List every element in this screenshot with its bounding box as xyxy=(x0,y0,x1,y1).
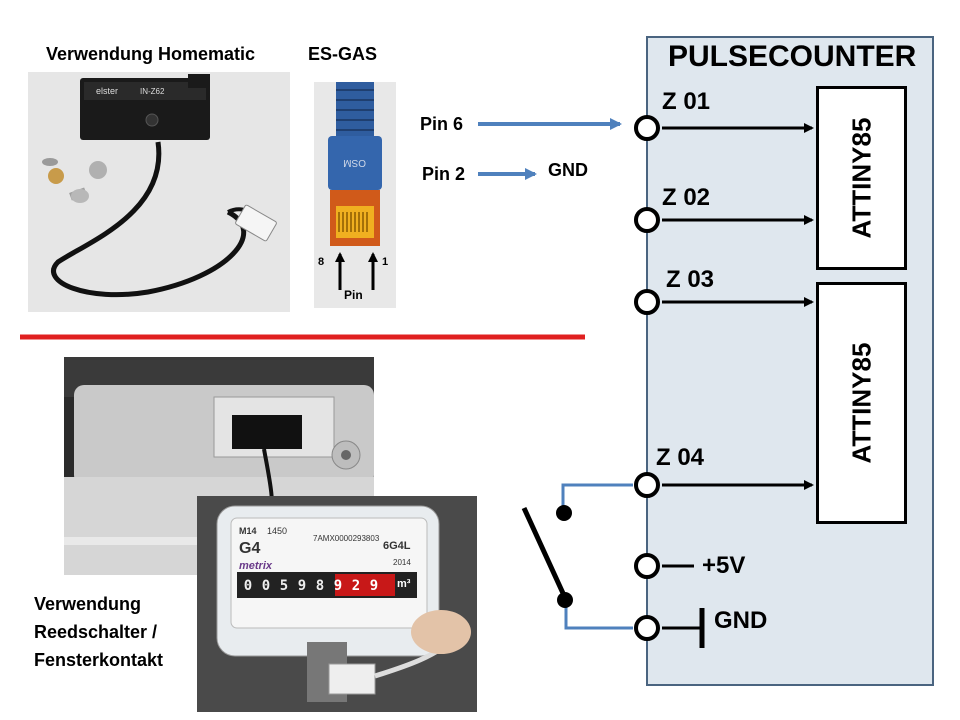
sensor-illustration: elster IN-Z62 xyxy=(42,74,277,298)
plug-text: OSM xyxy=(343,157,366,168)
panel-gnd-label: GND xyxy=(714,607,768,634)
terminal-z02 xyxy=(634,207,660,233)
meter-number: 1450 xyxy=(267,526,288,536)
power-5v-label: +5V xyxy=(702,552,746,579)
panel-title: PULSECOUNTER xyxy=(668,40,917,73)
gas-meter-photo: M14 1450 7AMX0000293803 G4 6G4L metrix 2… xyxy=(197,496,477,712)
meter-model: G4 xyxy=(239,540,261,557)
meter-digit: 9 xyxy=(369,578,379,594)
meter-brand: metrix xyxy=(239,560,273,572)
attiny85-chip-bottom: ATTINY85 xyxy=(816,282,907,524)
input-z04-label: Z 04 xyxy=(656,444,705,471)
terminal-z04 xyxy=(634,472,660,498)
esgas-label: ES-GAS xyxy=(308,44,378,64)
pin-2-label: Pin 2 xyxy=(422,164,466,184)
meter-unit: m³ xyxy=(397,578,411,590)
meter-digit: 0 xyxy=(243,578,253,594)
pin-8-number: 8 xyxy=(318,256,325,268)
pin-2-gnd-label: GND xyxy=(548,160,588,180)
meter-year: 2014 xyxy=(393,558,411,567)
attiny85-chip-top: ATTINY85 xyxy=(816,86,907,270)
sensor-brand-text: elster xyxy=(96,86,118,96)
pin-6-label: Pin 6 xyxy=(420,114,464,134)
reed-contact-top xyxy=(556,505,572,521)
input-z02-label: Z 02 xyxy=(662,184,711,211)
meter-digit: 9 xyxy=(297,578,307,594)
pin-caption: Pin xyxy=(344,288,363,302)
reed-label-line2: Reedschalter / xyxy=(34,622,158,642)
homematic-sensor-photo: elster IN-Z62 xyxy=(28,72,290,312)
gas-meter-illustration xyxy=(197,496,477,712)
meter-digit: 0 xyxy=(261,578,271,594)
meter-digit: 8 xyxy=(315,578,325,594)
reed-switch-lever xyxy=(521,506,570,604)
terminal-z03 xyxy=(634,289,660,315)
reed-label-line1: Verwendung xyxy=(34,594,142,614)
homematic-label: Verwendung Homematic xyxy=(46,44,256,64)
pin-1-number: 1 xyxy=(382,256,389,268)
reed-wire-bottom xyxy=(564,600,633,630)
terminal-gnd xyxy=(634,615,660,641)
reed-wire-top xyxy=(561,483,633,512)
meter-serial: 7AMX0000293803 xyxy=(313,534,380,543)
input-z01-label: Z 01 xyxy=(662,88,711,115)
rj45-cable-photo: OSM xyxy=(314,82,396,308)
meter-digit: 9 xyxy=(333,578,343,594)
reed-label-line3: Fensterkontakt xyxy=(34,650,164,670)
terminal-z01 xyxy=(634,115,660,141)
reed-contact-bottom xyxy=(557,592,573,608)
sensor-model-text: IN-Z62 xyxy=(140,87,165,96)
meter-type: 6G4L xyxy=(383,540,411,552)
terminal-5v xyxy=(634,553,660,579)
meter-digit: 5 xyxy=(279,578,289,594)
input-z03-label: Z 03 xyxy=(666,266,715,293)
meter-digit: 2 xyxy=(351,578,361,594)
meter-cert: M14 xyxy=(239,526,257,536)
rj45-illustration: OSM xyxy=(328,82,382,246)
